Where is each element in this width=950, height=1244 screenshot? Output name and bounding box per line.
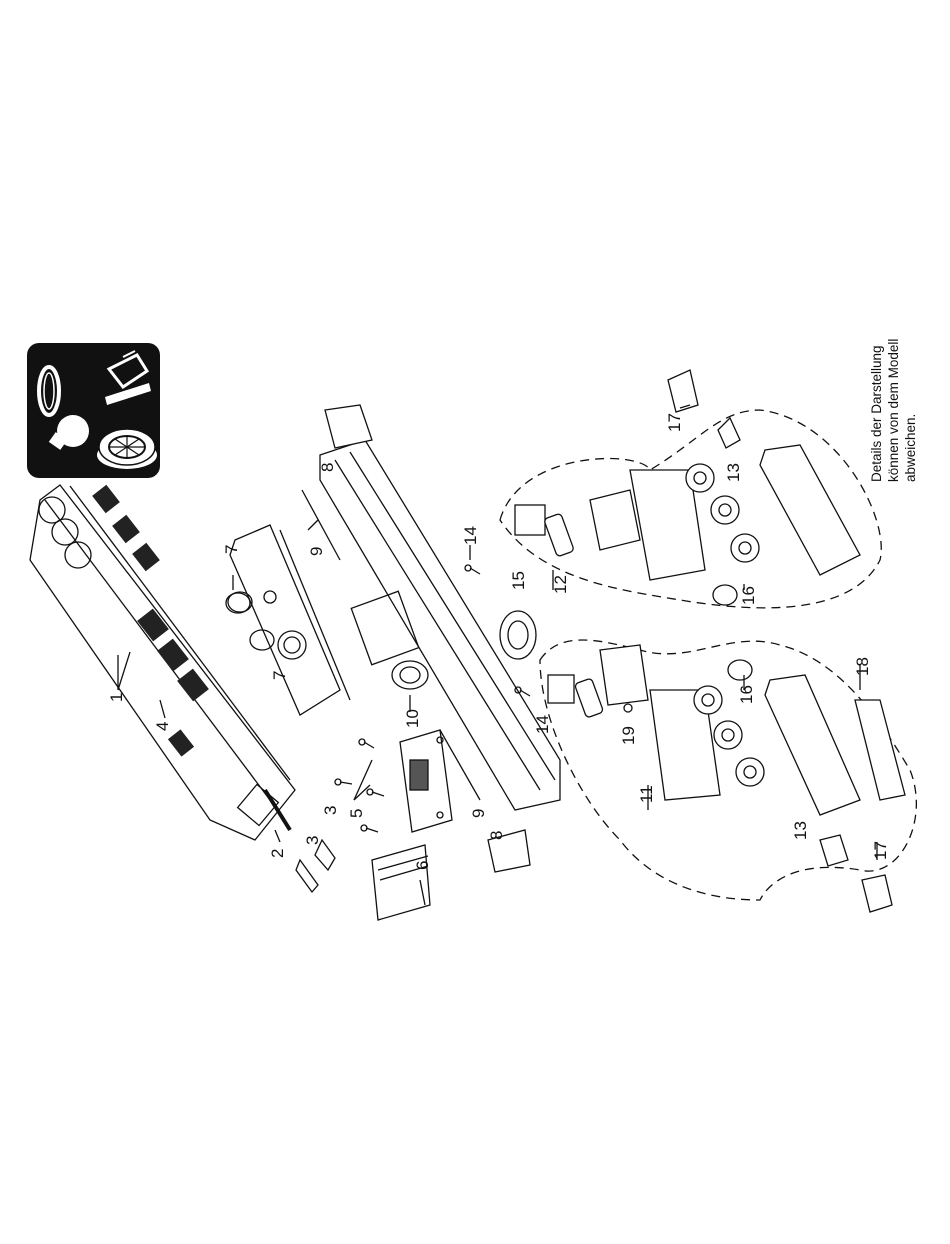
- callout-18: 18: [853, 657, 872, 676]
- callout-17b: 17: [871, 841, 890, 860]
- lower-bogie: [548, 645, 905, 912]
- callout-3b: 3: [321, 806, 340, 815]
- note-line-3: abweichen.: [902, 322, 919, 482]
- callout-8b: 8: [487, 831, 506, 840]
- callout-15: 15: [509, 571, 528, 590]
- note-line-1: Details der Darstellung: [868, 322, 885, 482]
- callout-7a: 7: [222, 545, 241, 554]
- callout-14a: 14: [461, 526, 480, 545]
- callout-11: 11: [637, 785, 656, 803]
- callout-2: 2: [268, 849, 287, 858]
- ring: [226, 593, 250, 613]
- callout-16a: 16: [739, 586, 758, 605]
- callout-6: 6: [413, 861, 432, 870]
- callout-17a: 17: [665, 413, 684, 432]
- callout-14b: 14: [533, 715, 552, 734]
- gear-wheel: [500, 611, 536, 659]
- ballast-weight: [372, 845, 430, 920]
- callout-13b: 13: [791, 821, 810, 840]
- callout-16b: 16: [737, 685, 756, 704]
- callout-19: 19: [619, 726, 638, 745]
- disclaimer-note: Details der Darstellung können von dem M…: [868, 322, 928, 482]
- callout-5: 5: [347, 809, 366, 818]
- callout-9a: 9: [307, 547, 326, 556]
- callout-10: 10: [403, 709, 422, 728]
- callout-3a: 3: [303, 836, 322, 845]
- callout-4: 4: [153, 722, 172, 731]
- coupler-parts: [296, 840, 335, 892]
- note-line-2: können von dem Modell: [885, 322, 902, 482]
- callout-12: 12: [551, 575, 570, 594]
- chassis-cover: [228, 525, 350, 715]
- callout-8a: 8: [318, 463, 337, 472]
- circuit-board: [400, 730, 452, 832]
- callout-9b: 9: [469, 809, 488, 818]
- callout-13a: 13: [724, 463, 743, 482]
- callout-1: 1: [107, 693, 126, 702]
- callout-7b: 7: [270, 671, 289, 680]
